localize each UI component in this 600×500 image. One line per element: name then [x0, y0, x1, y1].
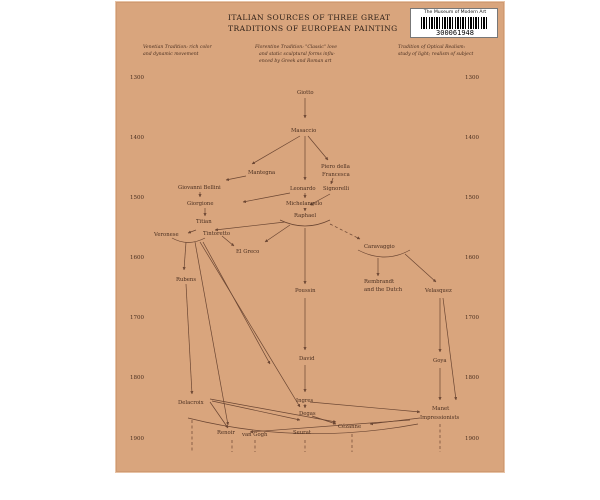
year-left-1800: 1800 [130, 375, 144, 381]
painter-giovanni-bellini: Giovanni Bellini [178, 185, 221, 191]
edge-tintoretto-david [202, 241, 271, 365]
painter-seurat: Seurat [293, 430, 312, 436]
painter-goya: Goya [433, 358, 447, 364]
year-left-1500: 1500 [130, 195, 144, 201]
edge-delacroix-seurat [211, 400, 301, 421]
edge-rubens-delacroix [185, 283, 194, 395]
arc-caravaggio [357, 249, 411, 258]
painter-piero-line-2: Francesca [322, 172, 351, 178]
painter-signorelli: Signorelli [323, 186, 349, 192]
optical-heading-line-1: Tradition of Optical Realism: [398, 44, 466, 50]
painter-manet: Manet [432, 406, 450, 412]
year-right-1400: 1400 [465, 135, 479, 141]
barcode-number: 300061948 [436, 29, 474, 37]
edge-degas-cezanne [311, 415, 337, 425]
painter-rembrandt: Rembrandt [364, 279, 395, 285]
year-right-1600: 1600 [465, 255, 479, 261]
edge-delacroix-renoir [209, 401, 229, 429]
library-barcode-label: The Museum of Modern Art 300061948 [410, 8, 498, 38]
edge-impressionists-van-gogh [249, 419, 411, 434]
year-left-1300: 1300 [130, 75, 144, 81]
year-right-1800: 1800 [465, 375, 479, 381]
painter-ingres: Ingres [296, 398, 314, 404]
painter-rubens: Rubens [176, 277, 196, 283]
book-cover [116, 2, 504, 472]
edge-tintoretto-el-greco [221, 235, 235, 247]
year-right-1500: 1500 [465, 195, 479, 201]
edge-raphael-caravaggio [329, 223, 361, 240]
painter-cezanne: Cézanne [338, 423, 361, 430]
optical-heading-line-2: study of light; realism of subject [398, 51, 473, 57]
painter-masaccio: Masaccio [291, 128, 316, 134]
painter-el-greco: El Greco [236, 249, 259, 255]
florentine-heading-line-2: and static sculptural forms influ- [259, 51, 336, 57]
edge-masaccio-piero [307, 135, 329, 161]
painter-poussin: Poussin [295, 288, 316, 294]
venetian-heading-line-1: Venetian Tradition: rich color [143, 44, 212, 50]
barcode-image [421, 17, 487, 29]
edge-titian-rubens [182, 241, 187, 271]
painter-titian: Titian [196, 219, 212, 225]
edge-titian-veronese [187, 229, 197, 234]
edge-piero-signorelli [330, 177, 334, 185]
diagram-title-line-1: ITALIAN SOURCES OF THREE GREAT [228, 13, 391, 22]
year-left-1700: 1700 [130, 315, 144, 321]
edge-caravaggio-velasquez [404, 253, 437, 283]
year-right-1900: 1900 [465, 436, 479, 442]
edge-leonardo-giorgione [242, 192, 291, 204]
arc-impressionism-lower [187, 417, 419, 435]
edge-tintoretto-degas [199, 241, 301, 408]
diagram-title-line-2: TRADITIONS OF EUROPEAN PAINTING [228, 24, 398, 33]
edge-velasquez-manet [442, 297, 458, 401]
year-left-1600: 1600 [130, 255, 144, 261]
painter-delacroix: Delacroix [178, 400, 204, 406]
year-right-1700: 1700 [465, 315, 479, 321]
year-left-1400: 1400 [130, 135, 144, 141]
painter-renoir: Renoir [217, 430, 235, 436]
painter-mantegna: Mantegna [248, 170, 276, 176]
edge-masaccio-mantegna [251, 135, 301, 165]
year-left-1900: 1900 [130, 436, 144, 442]
painter-giotto: Giotto [297, 90, 314, 96]
painter-caravaggio: Caravaggio [364, 244, 395, 250]
year-right-1300: 1300 [465, 75, 479, 81]
painter-velasquez: Velasquez [424, 288, 452, 294]
painter-david: David [299, 356, 315, 362]
edge-raphael-el-greco [264, 224, 291, 243]
painter-michelangelo: Michelangelo [286, 201, 322, 207]
edge-mantegna-bellini [225, 175, 247, 181]
painter-rembrandt-line-2: and the Dutch [364, 287, 403, 293]
painter-tintoretto: Tintoretto [203, 231, 230, 237]
painter-raphael: Raphael [294, 213, 316, 219]
edge-tintoretto-renoir [194, 241, 230, 426]
label-owner-text: The Museum of Modern Art [423, 10, 487, 15]
painter-van-gogh: van Gogh [241, 432, 268, 438]
painter-degas: Degas [299, 411, 316, 417]
florentine-heading-line-1: Florentine Tradition: "Classic" love [254, 44, 337, 50]
painter-giorgione: Giorgione [187, 201, 213, 207]
painter-leonardo: Leonardo [290, 186, 316, 192]
venetian-heading-line-2: and dynamic movement [143, 51, 199, 57]
edge-ingres-manet [309, 401, 421, 414]
lineage-connections [171, 98, 458, 452]
arc-raphael [279, 219, 331, 227]
edge-signorelli-michelangelo [309, 193, 331, 206]
arc-titian [171, 237, 206, 243]
edge-raphael-tintoretto [214, 221, 286, 232]
edge-delacroix-cezanne [209, 398, 337, 424]
painter-veronese: Veronese [153, 232, 179, 238]
painter-impressionists: Impressionists [420, 415, 459, 421]
florentine-heading-line-3: enced by Greek and Roman art [259, 58, 332, 64]
painter-piero: Piero della [321, 164, 351, 170]
